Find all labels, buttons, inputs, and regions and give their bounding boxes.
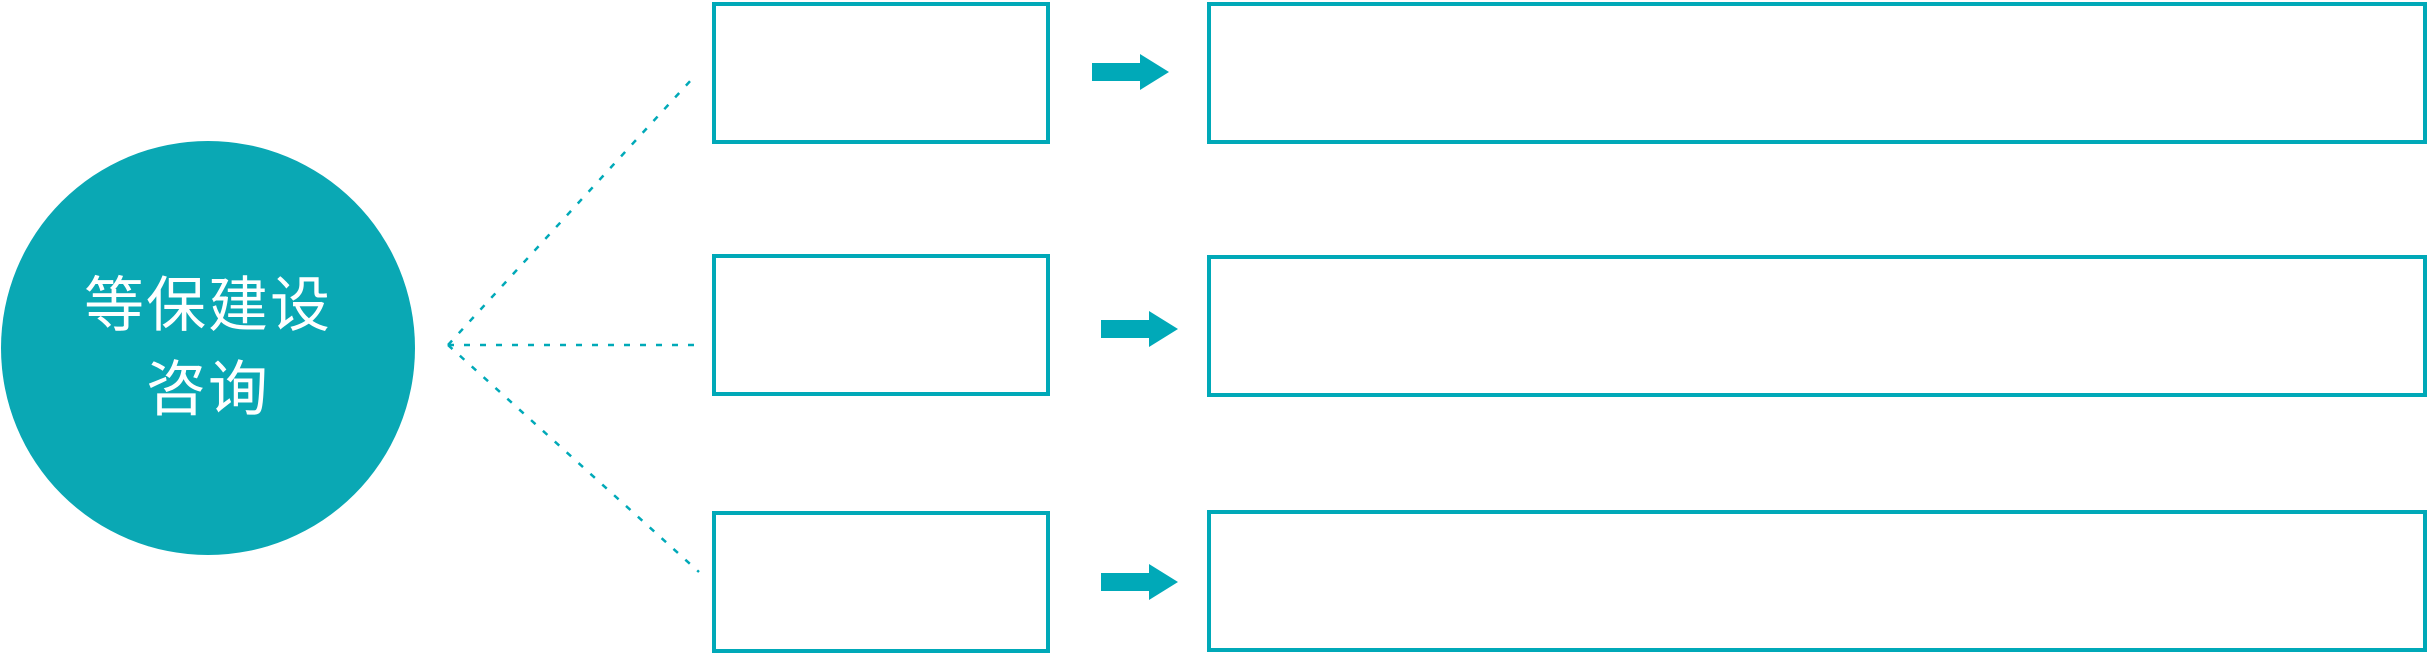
small-box-row1-label (716, 6, 1046, 140)
circle-label-line2: 咨询 (146, 355, 270, 425)
big-box-row3 (1207, 510, 2427, 652)
small-box-row2-label (716, 258, 1046, 392)
small-box-row3-label (716, 515, 1046, 649)
small-box-row3 (712, 511, 1050, 653)
big-box-row2-label (1211, 259, 2423, 393)
big-box-row1 (1207, 2, 2427, 144)
big-box-row2 (1207, 255, 2427, 397)
dotted-line-bottom (447, 344, 700, 573)
dotted-line-top (447, 78, 693, 346)
big-box-row1-label (1211, 6, 2423, 140)
small-box-row2 (712, 254, 1050, 396)
right-arrow-icon (1101, 563, 1179, 601)
right-arrow-icon (1101, 310, 1179, 348)
small-box-row1 (712, 2, 1050, 144)
circle-label-line1: 等保建设 (84, 271, 332, 341)
right-arrow-icon (1092, 53, 1170, 91)
big-box-row3-label (1211, 514, 2423, 648)
central-topic-circle: 等保建设 咨询 (1, 141, 415, 555)
